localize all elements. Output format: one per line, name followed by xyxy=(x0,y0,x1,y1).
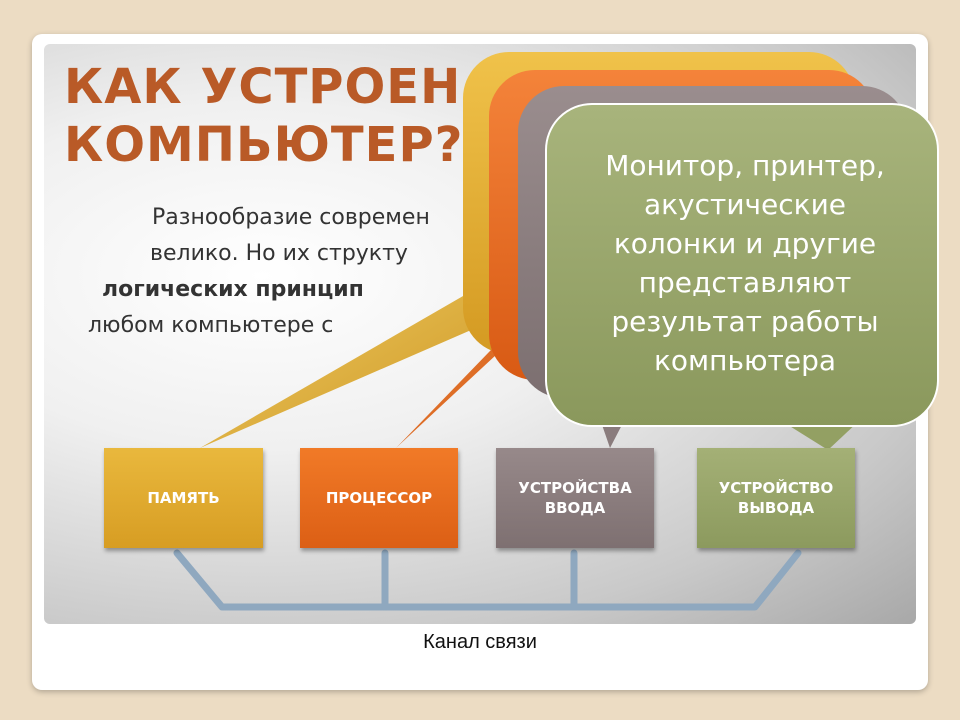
body-line-1: Разнообразие современ xyxy=(152,205,430,230)
callout-line-5: результат работы xyxy=(611,305,879,338)
title-line-2: КОМПЬЮТЕР? xyxy=(64,117,464,173)
output-box-label-1: УСТРОЙСТВО xyxy=(718,479,834,497)
callout-line-3: колонки и другие xyxy=(613,227,877,260)
bus-caption: Канал связи xyxy=(423,631,537,653)
output-box-label-2: ВЫВОДА xyxy=(737,499,815,517)
callout-line-6: компьютера xyxy=(653,344,836,377)
input-box-label-1: УСТРОЙСТВА xyxy=(518,479,632,497)
input-box-label-2: ВВОДА xyxy=(544,499,606,517)
memory-box-label: ПАМЯТЬ xyxy=(147,489,220,507)
callout-output-text: Монитор, принтер, акустические колонки и… xyxy=(560,146,930,380)
body-line-3: логических принцип xyxy=(102,277,364,302)
input-devices-box: УСТРОЙСТВА ВВОДА xyxy=(496,448,654,548)
callout-line-4: представляют xyxy=(638,266,852,299)
slide-title: КАК УСТРОЕН КОМПЬЮТЕР? xyxy=(64,58,463,174)
callout-output xyxy=(545,103,939,450)
output-device-box: УСТРОЙСТВО ВЫВОДА xyxy=(697,448,855,548)
callout-output-bubble xyxy=(545,103,939,427)
callout-line-2: акустические xyxy=(643,188,847,221)
body-line-4: любом компьютере с xyxy=(88,313,334,338)
processor-box: ПРОЦЕССОР xyxy=(300,448,458,548)
bus-connector xyxy=(173,549,802,611)
title-line-1: КАК УСТРОЕН xyxy=(64,59,462,115)
bus-main-line xyxy=(173,549,802,611)
body-text: Разнообразие современ велико. Но их стру… xyxy=(74,200,534,344)
processor-box-label: ПРОЦЕССОР xyxy=(325,489,433,507)
memory-box: ПАМЯТЬ xyxy=(104,448,263,548)
callout-line-1: Монитор, принтер, xyxy=(605,149,885,182)
callout-output-tail xyxy=(780,420,860,450)
body-line-2: велико. Но их структу xyxy=(150,241,408,266)
